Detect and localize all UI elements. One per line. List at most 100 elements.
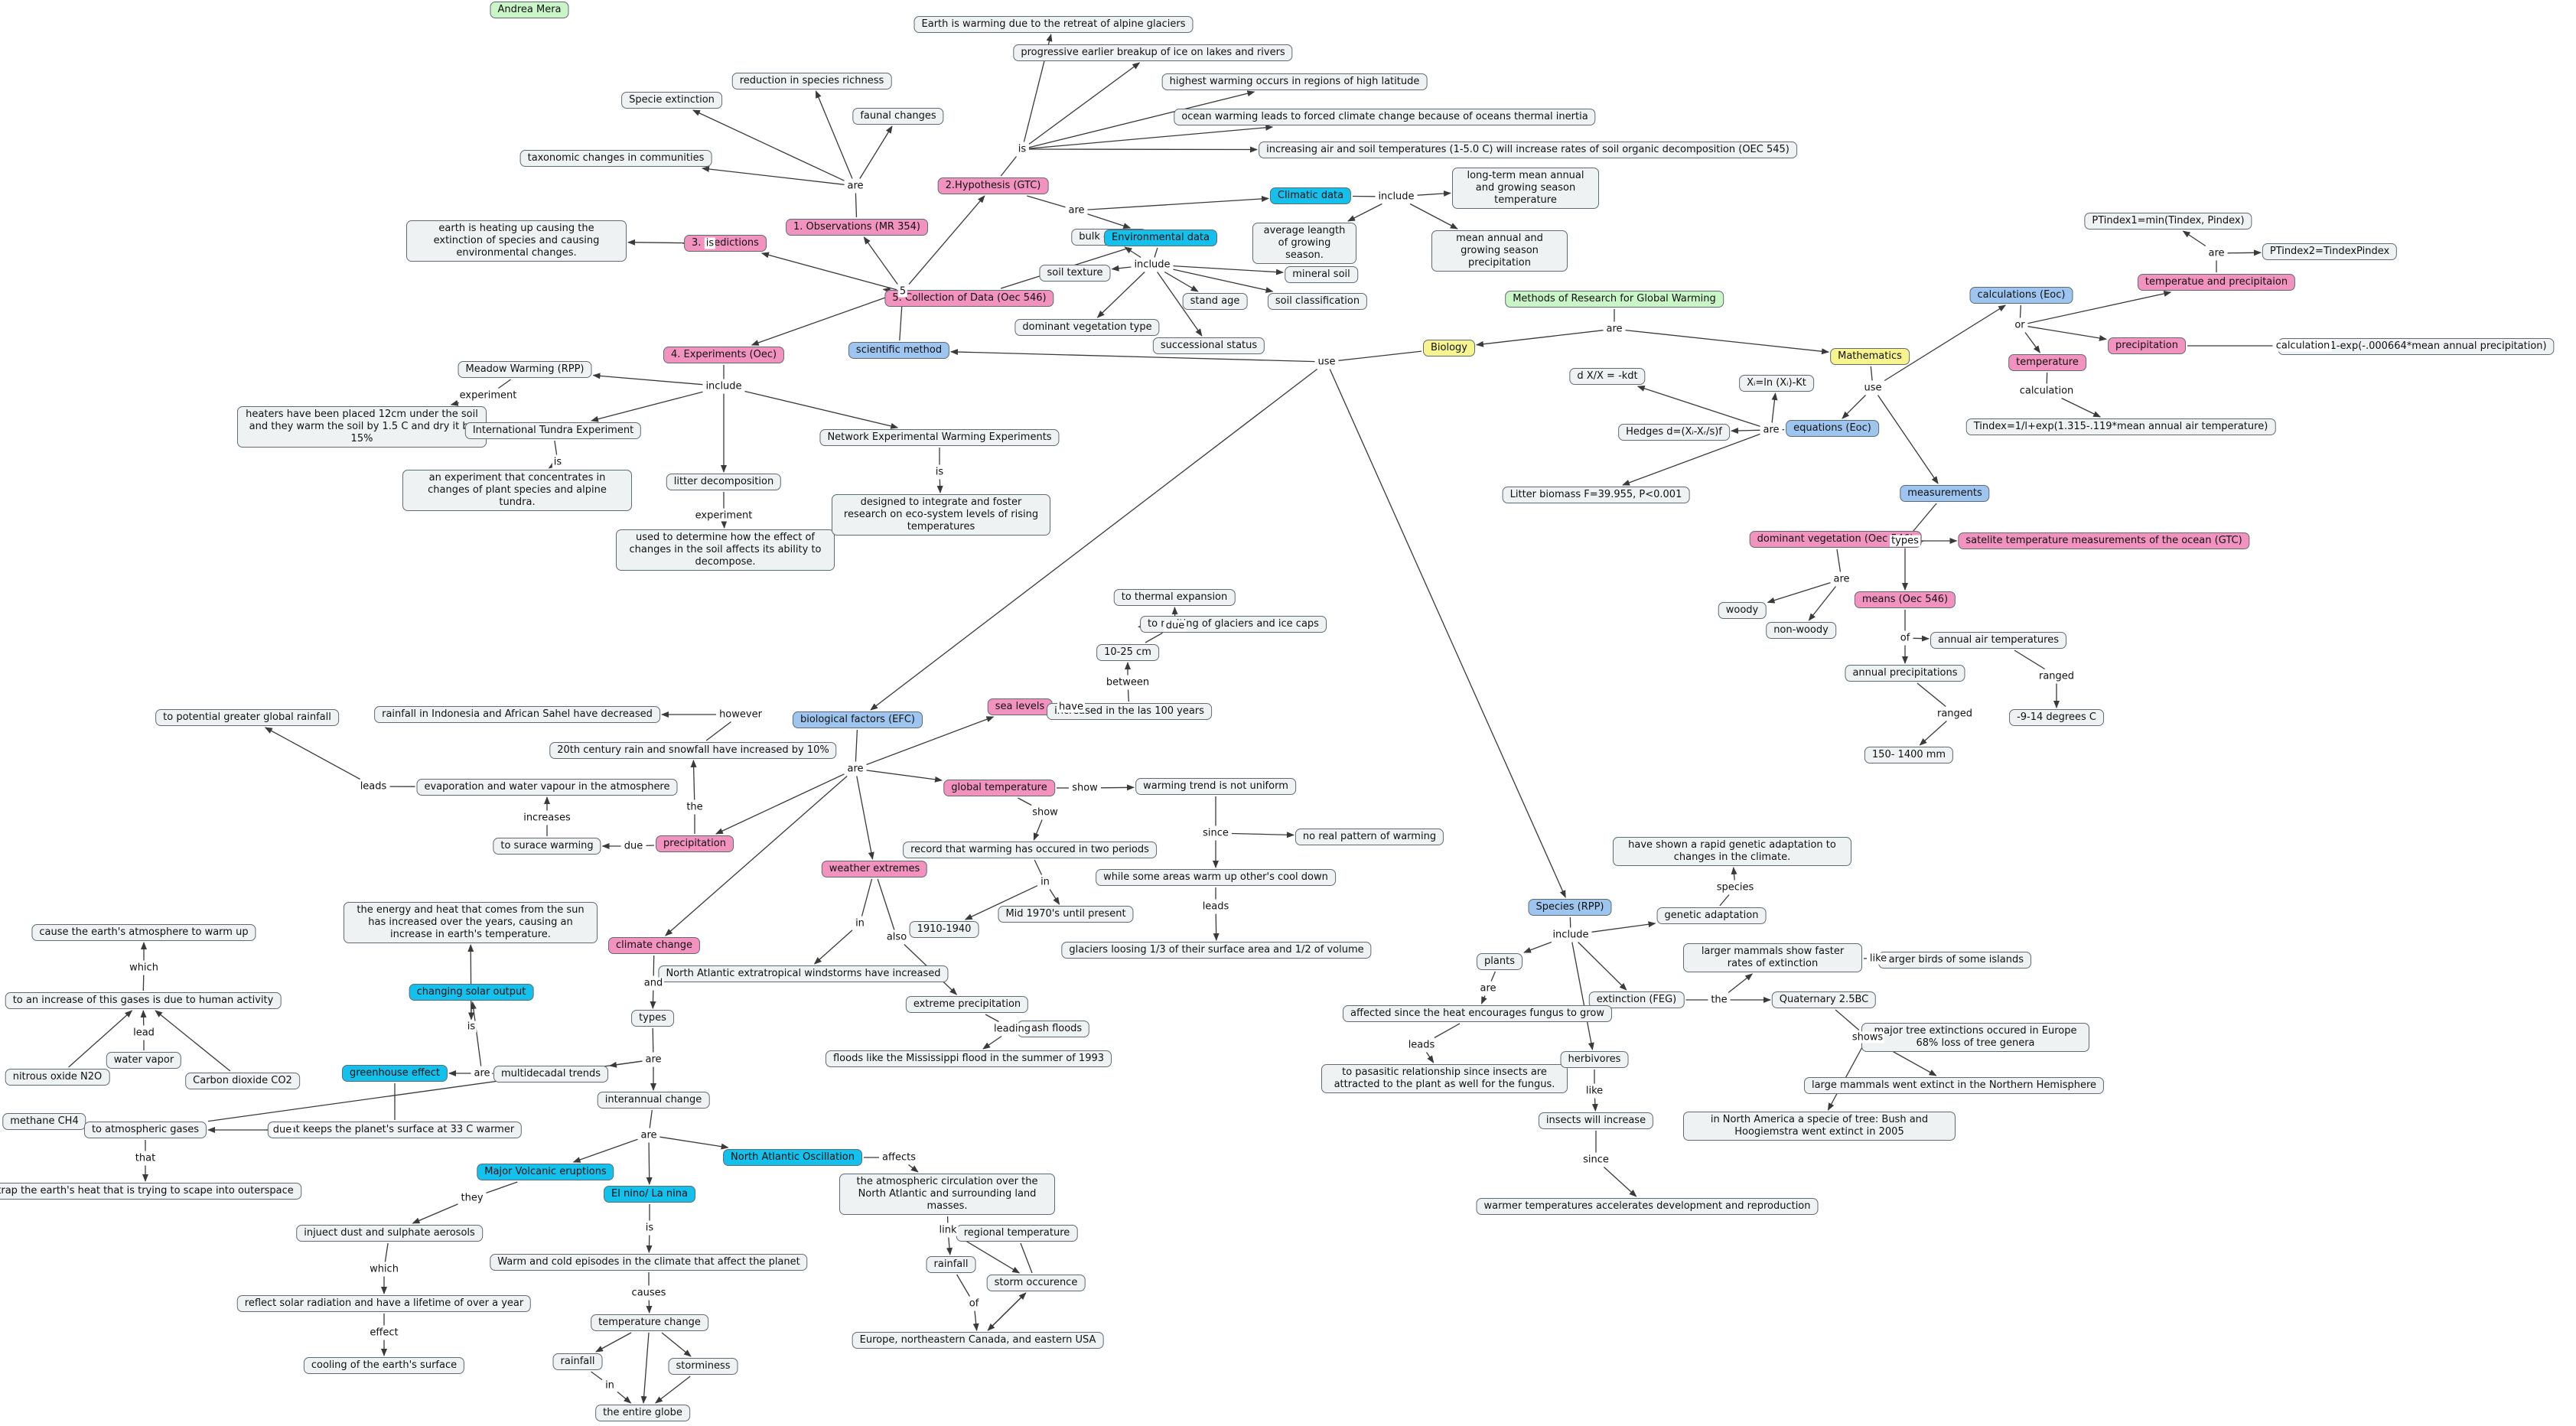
concept-meltgl[interactable]: to melting of glaciers and ice caps [1140, 616, 1327, 633]
concept-standage[interactable]: stand age [1182, 293, 1248, 310]
concept-equations[interactable]: equations (Eoc) [1786, 420, 1879, 437]
concept-europe[interactable]: Europe, northeastern Canada, and eastern… [852, 1332, 1104, 1349]
concept-biofact[interactable]: biological factors (EFC) [792, 711, 923, 728]
concept-co2[interactable]: Carbon dioxide CO2 [185, 1073, 300, 1089]
concept-causewarm[interactable]: cause the earth's atmosphere to warm up [31, 924, 256, 941]
concept-nonuniform[interactable]: warming trend is not uniform [1135, 778, 1296, 795]
concept-envdata[interactable]: Environmental data [1103, 230, 1218, 246]
concept-namerica[interactable]: in North America a specie of tree: Bush … [1683, 1112, 1956, 1141]
concept-storminess[interactable]: storminess [668, 1358, 738, 1375]
concept-volcanic[interactable]: Major Volcanic eruptions [477, 1164, 614, 1180]
concept-andrea[interactable]: Andrea Mera [490, 2, 569, 18]
concept-solar[interactable]: changing solar output [409, 984, 534, 1001]
concept-pred[interactable]: 3. Predictions [684, 235, 767, 252]
concept-glaciers[interactable]: glaciers loosing 1/3 of their surface ar… [1061, 942, 1372, 959]
concept-climchange[interactable]: climate change [607, 937, 701, 954]
concept-itexdesc[interactable]: an experiment that concentrates in chang… [402, 470, 632, 511]
concept-rain20[interactable]: 20th century rain and snowfall have incr… [549, 742, 837, 759]
concept-regtemp[interactable]: regional temperature [956, 1225, 1078, 1242]
concept-temp2[interactable]: temperature [2008, 354, 2086, 371]
concept-largebird[interactable]: larger birds of some islands [1878, 952, 2031, 969]
concept-scimethod[interactable]: scientific method [848, 342, 950, 359]
concept-globe[interactable]: the entire globe [595, 1405, 690, 1421]
concept-genetic[interactable]: genetic adaptation [1656, 907, 1767, 924]
concept-parasitic[interactable]: to pasasitic relationship since insects … [1321, 1064, 1568, 1093]
concept-meanann[interactable]: mean annual and growing season precipita… [1431, 230, 1568, 272]
concept-heating[interactable]: earth is heating up causing the extincti… [406, 220, 627, 262]
concept-networkdesc[interactable]: designed to integrate and foster researc… [832, 494, 1050, 536]
concept-energy[interactable]: the energy and heat that comes from the … [344, 902, 598, 943]
concept-tindex[interactable]: Tindex=1/l+exp(1.315-.119*mean annual ai… [1965, 418, 2276, 435]
concept-nonwoody[interactable]: non-woody [1766, 622, 1836, 639]
concept-hypo[interactable]: 2.Hypothesis (GTC) [937, 177, 1049, 194]
concept-herbivores[interactable]: herbivores [1560, 1051, 1629, 1068]
concept-cm1025[interactable]: 10-25 cm [1096, 644, 1159, 661]
concept-treeext[interactable]: major tree extinctions occured in Europe… [1861, 1023, 2089, 1052]
concept-obs[interactable]: 1. Observations (MR 354) [786, 219, 928, 236]
concept-someareas[interactable]: while some areas warm up other's cool do… [1096, 869, 1336, 886]
concept-greaterrain[interactable]: to potential greater global rainfall [155, 709, 339, 726]
concept-evap[interactable]: evaporation and water vapour in the atmo… [416, 779, 678, 796]
concept-specieext[interactable]: Specie extinction [621, 92, 722, 109]
concept-natl[interactable]: North Atlantic extratropical windstorms … [658, 965, 949, 982]
concept-atmgas[interactable]: to atmospheric gases [83, 1122, 207, 1138]
concept-rainindo[interactable]: rainfall in Indonesia and African Sahel … [374, 706, 660, 723]
concept-watervap[interactable]: water vapor [106, 1052, 182, 1069]
concept-taxo[interactable]: taxonomic changes in communities [519, 150, 712, 167]
concept-rainfall1[interactable]: rainfall [926, 1256, 976, 1273]
concept-breakup[interactable]: progressive earlier breakup of ice on la… [1013, 44, 1293, 61]
concept-domveg1[interactable]: dominant vegetation type [1014, 319, 1160, 336]
concept-extinction[interactable]: extinction (FEG) [1588, 991, 1685, 1008]
concept-richness[interactable]: reduction in species richness [731, 73, 892, 90]
concept-storm[interactable]: storm occurence [986, 1275, 1086, 1291]
concept-cooling[interactable]: cooling of the earth's surface [303, 1357, 465, 1374]
concept-precip2[interactable]: precipitation [2108, 337, 2186, 354]
concept-itex[interactable]: International Tundra Experiment [464, 422, 642, 439]
concept-greenhouse[interactable]: greenhouse effect [341, 1065, 448, 1082]
concept-biology[interactable]: Biology [1423, 340, 1475, 356]
concept-faunal[interactable]: faunal changes [852, 108, 944, 125]
concept-extprec[interactable]: extreme precipitation [905, 996, 1029, 1013]
concept-soiltex[interactable]: soil texture [1039, 265, 1111, 282]
concept-reflect[interactable]: reflect solar radiation and have a lifet… [236, 1295, 532, 1312]
concept-exper[interactable]: 4. Experiments (Oec) [663, 347, 785, 363]
concept-accel[interactable]: warmer temperatures accelerates developm… [1476, 1198, 1819, 1215]
concept-methods[interactable]: Methods of Research for Global Warming [1505, 291, 1724, 308]
concept-annprec[interactable]: annual precipitations [1845, 665, 1965, 682]
concept-globtemp[interactable]: global temperature [943, 780, 1055, 796]
concept-network[interactable]: Network Experimental Warming Experiments [819, 429, 1060, 446]
concept-woody[interactable]: woody [1718, 602, 1767, 619]
concept-dxx[interactable]: d X/X = -kdt [1569, 368, 1646, 385]
concept-litter[interactable]: litter decomposition [666, 474, 782, 490]
concept-calc[interactable]: calculations (Eoc) [1969, 287, 2073, 304]
concept-heaters[interactable]: heaters have been placed 12cm under the … [237, 406, 487, 448]
concept-alpine[interactable]: Earth is warming due to the retreat of a… [913, 16, 1194, 33]
concept-hedges[interactable]: Hedges d=(Xᵢ-Xᵣ/s)f [1618, 424, 1730, 441]
concept-ptidx1[interactable]: PTindex1=min(Tindex, Pindex) [2084, 213, 2252, 230]
concept-types[interactable]: types [631, 1010, 674, 1027]
concept-elnino[interactable]: El nino/ La nina [604, 1186, 695, 1203]
concept-tempprec[interactable]: temperatue and precipitaion [2137, 274, 2296, 291]
concept-p1910[interactable]: 1910-1940 [909, 921, 979, 938]
concept-nitrous[interactable]: nitrous oxide N2O [5, 1069, 110, 1086]
concept-mineral[interactable]: mineral soil [1285, 266, 1358, 283]
concept-atmcirc[interactable]: the atmospheric circulation over the Nor… [839, 1174, 1055, 1215]
concept-nopattern[interactable]: no real pattern of warming [1295, 829, 1444, 845]
concept-xln[interactable]: Xᵢ=ln (Xᵢ)-Kt [1739, 375, 1814, 392]
concept-multidec[interactable]: multidecadal trends [493, 1066, 608, 1083]
concept-quaternary[interactable]: Quaternary 2.5BC [1771, 991, 1877, 1008]
concept-thermal[interactable]: to thermal expansion [1113, 589, 1236, 606]
concept-sealevels[interactable]: sea levels [987, 698, 1053, 715]
concept-domveg2[interactable]: dominant vegetation (Oec 546) [1749, 531, 1922, 548]
concept-precip1[interactable]: precipitation [656, 835, 734, 852]
concept-highlat[interactable]: highest warming occurs in regions of hig… [1161, 73, 1428, 90]
concept-tempchange[interactable]: temperature change [591, 1314, 708, 1331]
concept-dust[interactable]: injuect dust and sulphate aerosols [296, 1225, 483, 1242]
concept-collect[interactable]: 5. Collection of Data (Oec 546) [884, 290, 1054, 307]
concept-largeextinct[interactable]: large mammals went extinct in the Northe… [1803, 1077, 2105, 1094]
concept-math[interactable]: Mathematics [1830, 348, 1910, 365]
concept-insects[interactable]: insects will increase [1538, 1112, 1654, 1129]
concept-warmcold[interactable]: Warm and cold episodes in the climate th… [490, 1254, 808, 1271]
concept-surwarm[interactable]: to surace warming [493, 838, 601, 855]
concept-soiltemp[interactable]: increasing air and soil temperatures (1-… [1259, 142, 1797, 158]
